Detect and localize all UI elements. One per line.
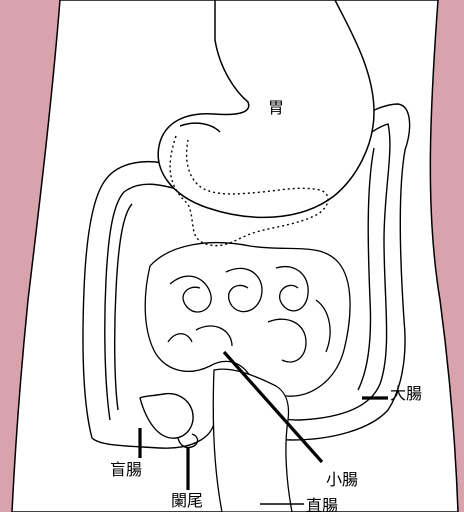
label-cecum: 盲腸 <box>110 462 142 478</box>
label-appendix: 闌尾 <box>171 493 203 509</box>
label-small-intestine: 小腸 <box>326 472 358 488</box>
label-stomach: 胃 <box>268 100 284 116</box>
rectum-shape <box>213 369 292 512</box>
label-rectum: 直腸 <box>306 498 338 512</box>
label-large-intestine: 大腸 <box>390 386 422 402</box>
